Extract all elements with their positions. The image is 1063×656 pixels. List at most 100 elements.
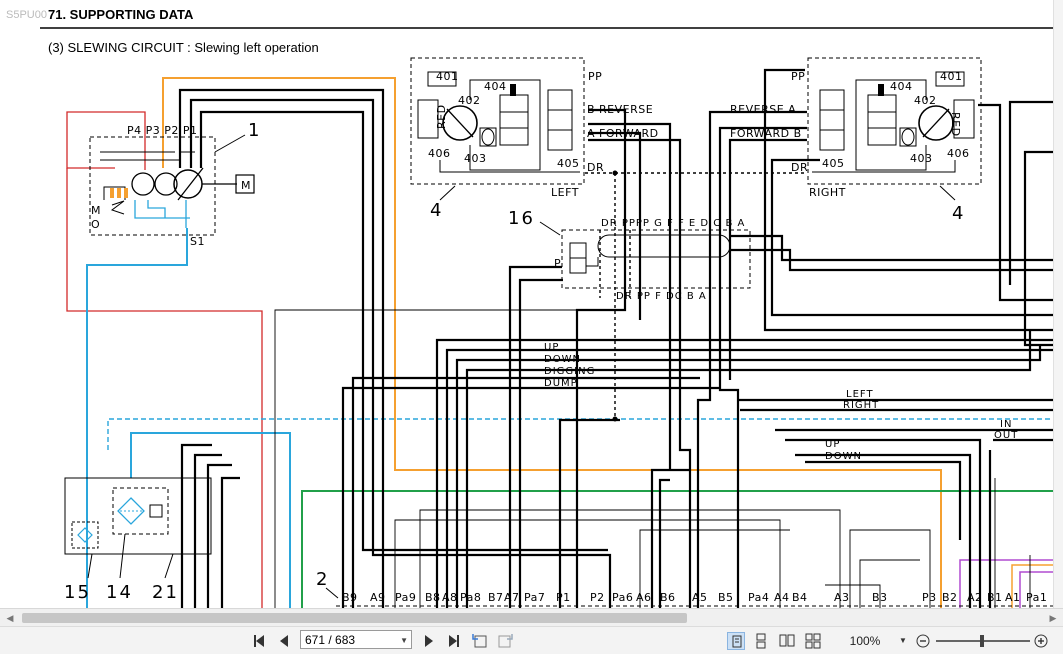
l-402: 402 <box>458 94 481 107</box>
l-403: 403 <box>464 152 487 165</box>
valve-port-pa1: Pa1 <box>1026 591 1047 604</box>
valve-port-a5: A5 <box>692 591 708 604</box>
fn-dump: DUMP <box>544 378 578 389</box>
fn-up2: UP <box>825 439 840 450</box>
callout-4-left: 4 <box>430 200 443 221</box>
valve-port-b4: B4 <box>792 591 808 604</box>
valve-port-b9: B9 <box>342 591 358 604</box>
last-page-icon[interactable] <box>443 631 463 651</box>
valve-port-pa9: Pa9 <box>395 591 416 604</box>
l-dr: DR <box>587 161 604 174</box>
l-red: RED <box>435 104 448 129</box>
horizontal-scroll-thumb[interactable] <box>22 613 687 623</box>
r-401: 401 <box>940 70 963 83</box>
document-viewport: 71. SUPPORTING DATA (3) SLEWING CIRCUIT … <box>6 7 1053 608</box>
zoom-dropdown-icon[interactable]: ▼ <box>899 636 907 645</box>
r-404: 404 <box>890 80 913 93</box>
continuous-icon[interactable] <box>752 632 770 650</box>
valve-port-pa4: Pa4 <box>748 591 769 604</box>
fn-down2: DOWN <box>825 451 862 462</box>
valve-port-b1: B1 <box>987 591 1003 604</box>
prev-page-icon[interactable] <box>275 631 293 651</box>
valve-port-b8: B8 <box>425 591 441 604</box>
single-page-icon[interactable] <box>727 632 745 650</box>
r-forward-b: FORWARD B <box>730 127 802 140</box>
valve-port-p3: P3 <box>922 591 937 604</box>
fn-in: IN <box>1000 419 1012 430</box>
zoom-out-icon[interactable] <box>914 631 932 651</box>
l-405: 405 <box>557 157 580 170</box>
mo-label-m: M <box>91 204 101 217</box>
r-red: RED <box>949 112 962 137</box>
valve-port-b5: B5 <box>718 591 734 604</box>
valve-port-a2: A2 <box>967 591 983 604</box>
chevron-down-icon[interactable]: ▼ <box>400 636 408 645</box>
valve-port-b7: B7 <box>488 591 504 604</box>
horizontal-scrollbar[interactable]: ◀ ▶ <box>0 608 1063 627</box>
valve-port-a7: A7 <box>504 591 520 604</box>
l-left: LEFT <box>551 186 579 199</box>
vertical-scrollbar[interactable] <box>1053 0 1063 608</box>
r-dr: DR <box>791 161 808 174</box>
page-number-text: 671 / 683 <box>305 633 356 647</box>
valve-port-a3: A3 <box>834 591 850 604</box>
fn-up: UP <box>544 342 559 353</box>
page-header: 71. SUPPORTING DATA <box>48 7 194 22</box>
callout-4-right: 4 <box>952 203 965 224</box>
valve-port-a9: A9 <box>370 591 386 604</box>
valve-port-a4: A4 <box>774 591 790 604</box>
valve-port-a6: A6 <box>636 591 652 604</box>
mo-label-o: O <box>91 218 100 231</box>
valve-port-pa7: Pa7 <box>524 591 545 604</box>
fn-right: RIGHT <box>843 400 879 411</box>
callout-15: 15 <box>64 582 91 603</box>
fn-left: LEFT <box>846 389 874 400</box>
valve16-top-ports: DR PPPP G F F E D C B A <box>601 218 745 229</box>
zoom-slider-handle[interactable] <box>980 635 984 647</box>
facing-icon[interactable] <box>778 632 796 650</box>
first-page-icon[interactable] <box>250 631 270 651</box>
zoom-level[interactable]: 100% <box>849 634 881 648</box>
circuit-title: (3) SLEWING CIRCUIT : Slewing left opera… <box>48 40 319 55</box>
r-406: 406 <box>947 147 970 160</box>
r-right: RIGHT <box>809 186 846 199</box>
zoom-in-icon[interactable] <box>1032 631 1050 651</box>
valve-port-pa6: Pa6 <box>612 591 633 604</box>
r-405: 405 <box>822 157 845 170</box>
valve-port-a1: A1 <box>1005 591 1021 604</box>
zoom-slider[interactable] <box>936 635 1030 647</box>
next-page-icon[interactable] <box>420 631 438 651</box>
valve-port-p2: P2 <box>590 591 605 604</box>
callout-2: 2 <box>316 569 329 590</box>
scroll-left-icon[interactable]: ◀ <box>6 613 14 623</box>
pump-ports-label: P4 P3 P2 P1 <box>127 124 198 137</box>
callout-16: 16 <box>508 208 535 229</box>
valve-port-pa8: Pa8 <box>460 591 481 604</box>
l-b-reverse: B REVERSE <box>587 103 653 116</box>
continuous-facing-icon[interactable] <box>804 632 822 650</box>
watermark-text: S5PU00 <box>6 9 47 21</box>
callout-21: 21 <box>152 582 179 603</box>
fn-out: OUT <box>994 430 1018 441</box>
motor-label: M <box>241 179 251 192</box>
r-reverse-a: REVERSE A <box>730 103 796 116</box>
valve16-p: P <box>554 257 561 270</box>
callout-14: 14 <box>106 582 133 603</box>
scroll-right-icon[interactable]: ▶ <box>1049 613 1057 623</box>
l-a-forward: A FORWARD <box>587 127 659 140</box>
valve-port-b3: B3 <box>872 591 888 604</box>
callout-1: 1 <box>248 120 261 141</box>
prev-view-icon[interactable] <box>470 631 490 651</box>
schematic-drawing: 71. SUPPORTING DATA (3) SLEWING CIRCUIT … <box>40 7 1053 608</box>
l-pp: PP <box>588 70 602 83</box>
valve16-bottom-ports: DR PP F DC B A <box>616 291 707 302</box>
r-pp: PP <box>791 70 805 83</box>
s1-label: S1 <box>190 235 205 248</box>
l-404: 404 <box>484 80 507 93</box>
next-view-icon[interactable] <box>495 631 515 651</box>
page-number-field[interactable]: 671 / 683 ▼ <box>300 630 412 649</box>
fn-digging: DIGGING <box>544 366 595 377</box>
valve-port-p1: P1 <box>556 591 571 604</box>
valve-port-a8: A8 <box>442 591 458 604</box>
